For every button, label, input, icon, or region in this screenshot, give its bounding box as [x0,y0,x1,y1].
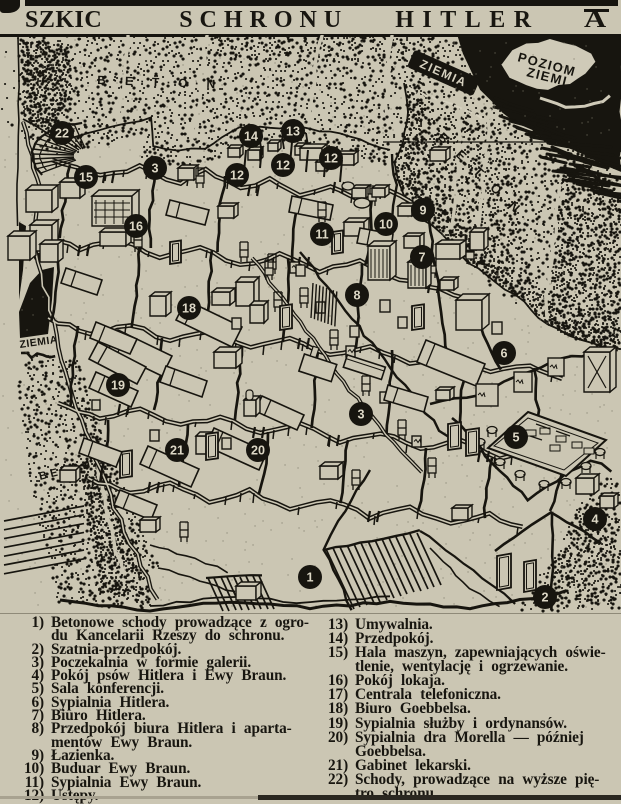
svg-text:12: 12 [276,158,290,172]
svg-text:15: 15 [79,170,93,184]
svg-text:8: 8 [353,288,360,302]
svg-text:10: 10 [379,217,393,231]
svg-text:16: 16 [129,219,143,233]
svg-text:18: 18 [182,301,196,315]
svg-text:13: 13 [286,124,300,138]
svg-text:B·E·T·O·N: B·E·T·O·N [97,73,223,91]
svg-text:11: 11 [315,227,328,241]
svg-text:22: 22 [55,126,69,140]
svg-text:6: 6 [500,346,507,360]
svg-text:7: 7 [418,250,425,264]
svg-text:9: 9 [419,203,426,217]
svg-text:20: 20 [251,443,265,457]
svg-text:2: 2 [541,590,548,604]
svg-text:3: 3 [151,161,158,175]
svg-text:3: 3 [357,407,364,421]
svg-text:ZIEMIA: ZIEMIA [19,334,59,351]
svg-text:12: 12 [324,151,338,165]
svg-text:19: 19 [111,378,125,392]
svg-text:14: 14 [244,129,258,143]
svg-text:21: 21 [170,443,184,457]
svg-text:12: 12 [230,168,244,182]
svg-text:5: 5 [512,430,519,444]
svg-text:4: 4 [591,512,598,526]
svg-text:1: 1 [306,570,313,584]
